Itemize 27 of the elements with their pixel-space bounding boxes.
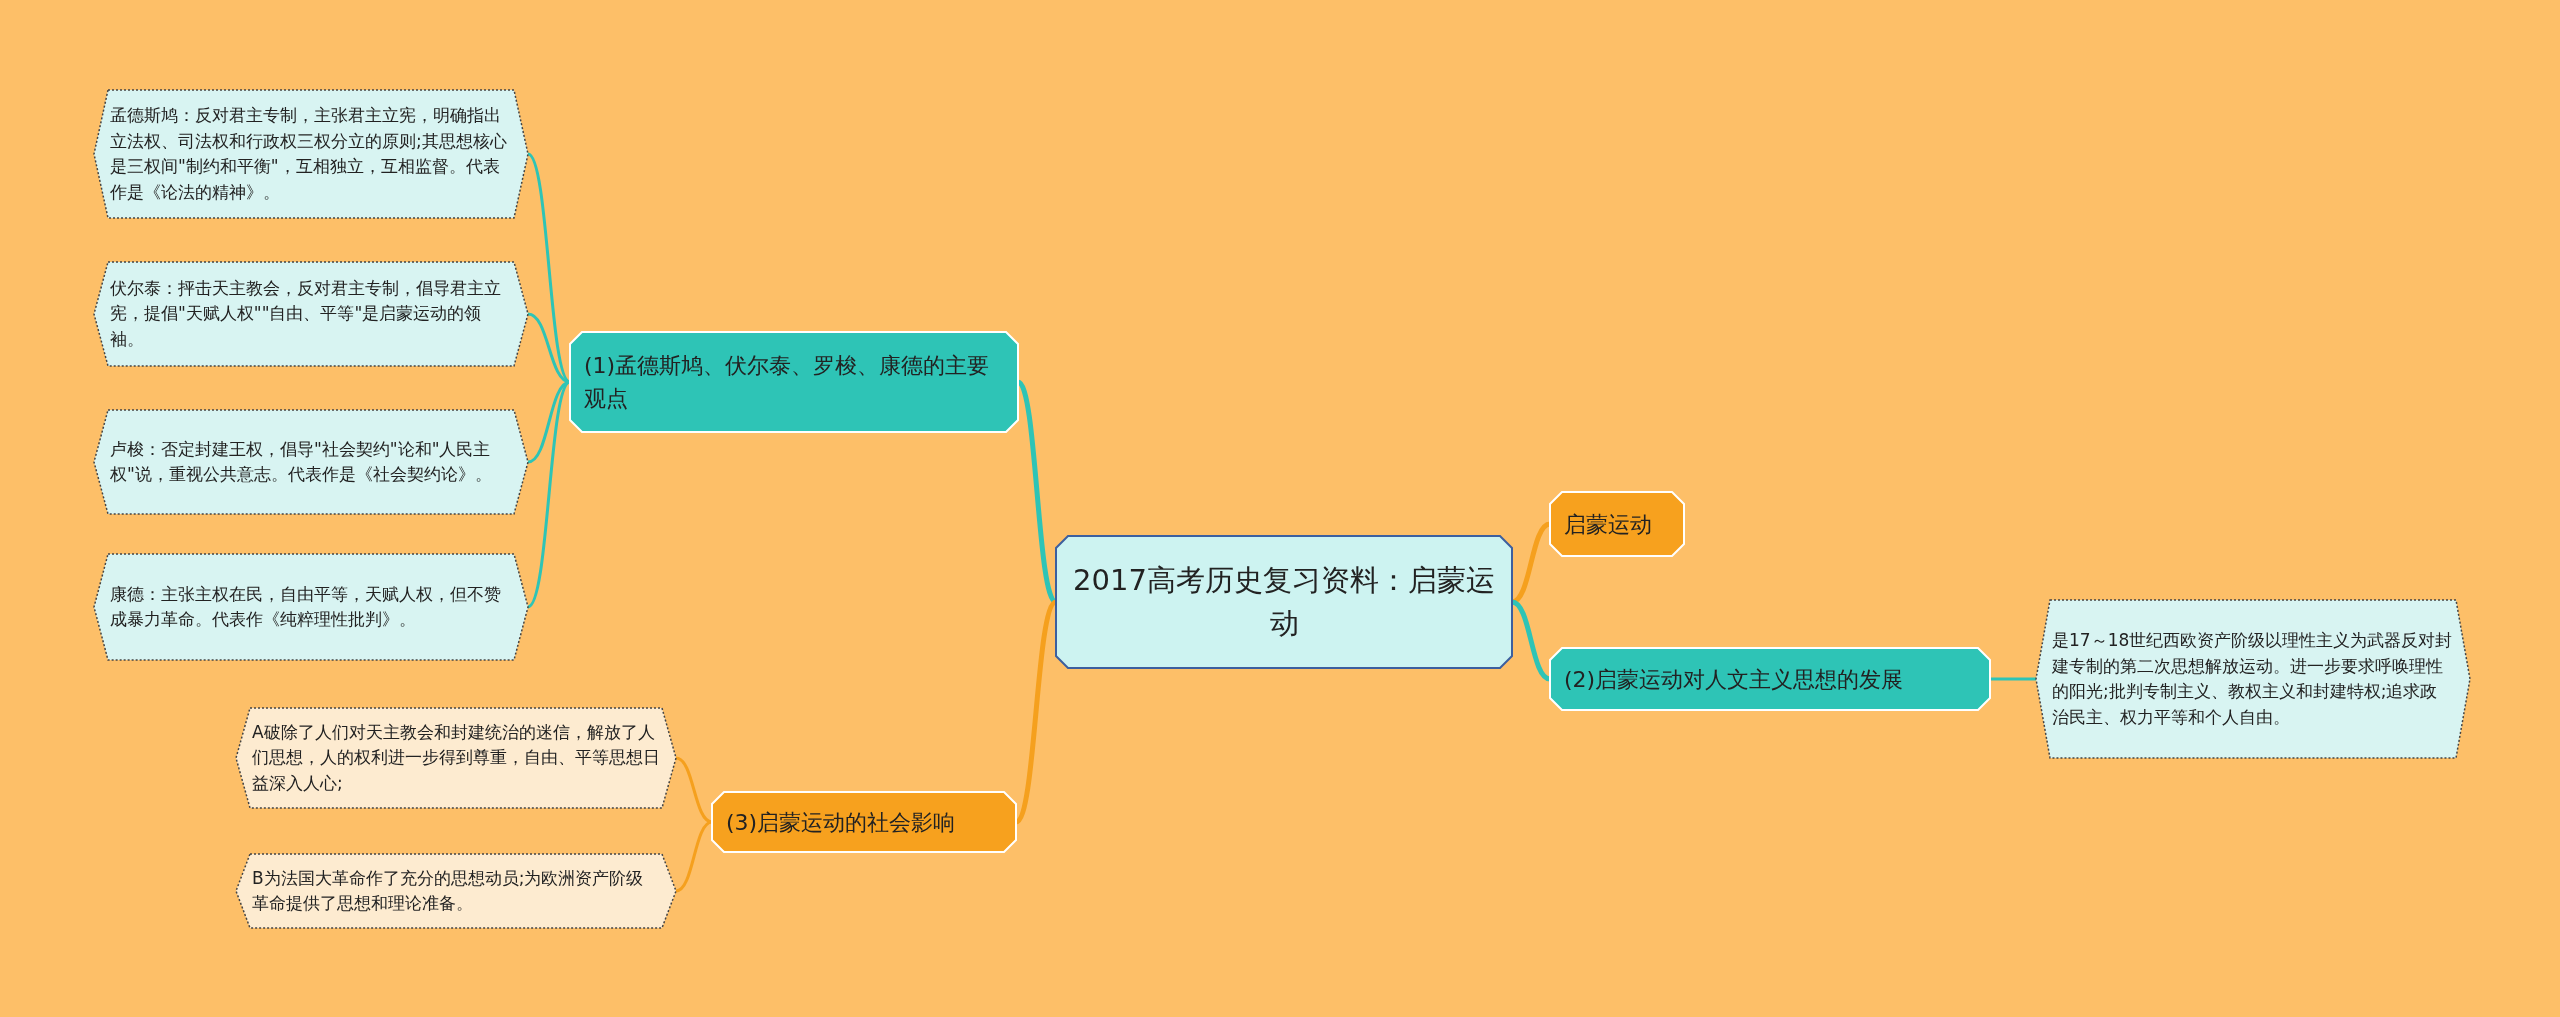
topic-text: 康德：主张主权在民，自由平等，天赋人权，但不赞成暴力革命。代表作《纯粹理性批判》。 (110, 582, 502, 631)
connector-line (675, 756, 713, 824)
topic-text: 孟德斯鸠：反对君主专制，主张君主立宪，明确指出立法权、司法权和行政权三权分立的原则;其思想核心是三权间"制约和平衡"，互相独立，互相监督。代表作是《论法的精神》。 (110, 104, 508, 204)
detail-note (2036, 600, 2470, 758)
connector-line (675, 820, 713, 893)
central-topic (1056, 536, 1512, 668)
detail-note (236, 708, 676, 808)
topic-text: (2)启蒙运动对人文主义思想的发展 (1564, 665, 1904, 694)
topic-text: 启蒙运动 (1564, 510, 1652, 539)
topic-text: 伏尔泰：抨击天主教会，反对君主专制，倡导君主立宪，提倡"天赋人权""自由、平等"是启蒙运动的领袖。 (110, 276, 502, 351)
detail-note (94, 554, 528, 660)
topic-text: A破除了人们对天主教会和封建统治的迷信，解放了人们思想，人的权利进一步得到尊重，自由、平等思想日益深入人心; (252, 720, 660, 795)
topic-text: 是17～18世纪西欧资产阶级以理性主义为武器反对封建专制的第二次思想解放运动。进一步要求呼唤理性的阳光;批判专制主义、教权主义和封建特权;追求政治民主、权力平等和个人自由。 (2052, 629, 2454, 729)
branch-topic (570, 332, 1018, 432)
detail-note (236, 854, 676, 928)
detail-note (94, 262, 528, 366)
topic-text: (1)孟德斯鸠、伏尔泰、罗梭、康德的主要观点 (584, 352, 991, 413)
branch-topic (712, 792, 1016, 852)
topic-text: B为法国大革命作了充分的思想动员;为欧洲资产阶级革命提供了思想和理论准备。 (252, 866, 645, 915)
detail-note (94, 90, 528, 218)
topic-text: 2017高考历史复习资料：启蒙运动 (1072, 561, 1496, 642)
detail-note (94, 410, 528, 514)
topic-text: (3)启蒙运动的社会影响 (726, 808, 956, 837)
branch-topic (1550, 492, 1684, 556)
branch-topic (1550, 648, 1990, 710)
topic-text: 卢梭：否定封建王权，倡导"社会契约"论和"人民主权"说，重视公共意志。代表作是《社会契约论》。 (110, 437, 493, 486)
connector-line (1990, 677, 2036, 681)
